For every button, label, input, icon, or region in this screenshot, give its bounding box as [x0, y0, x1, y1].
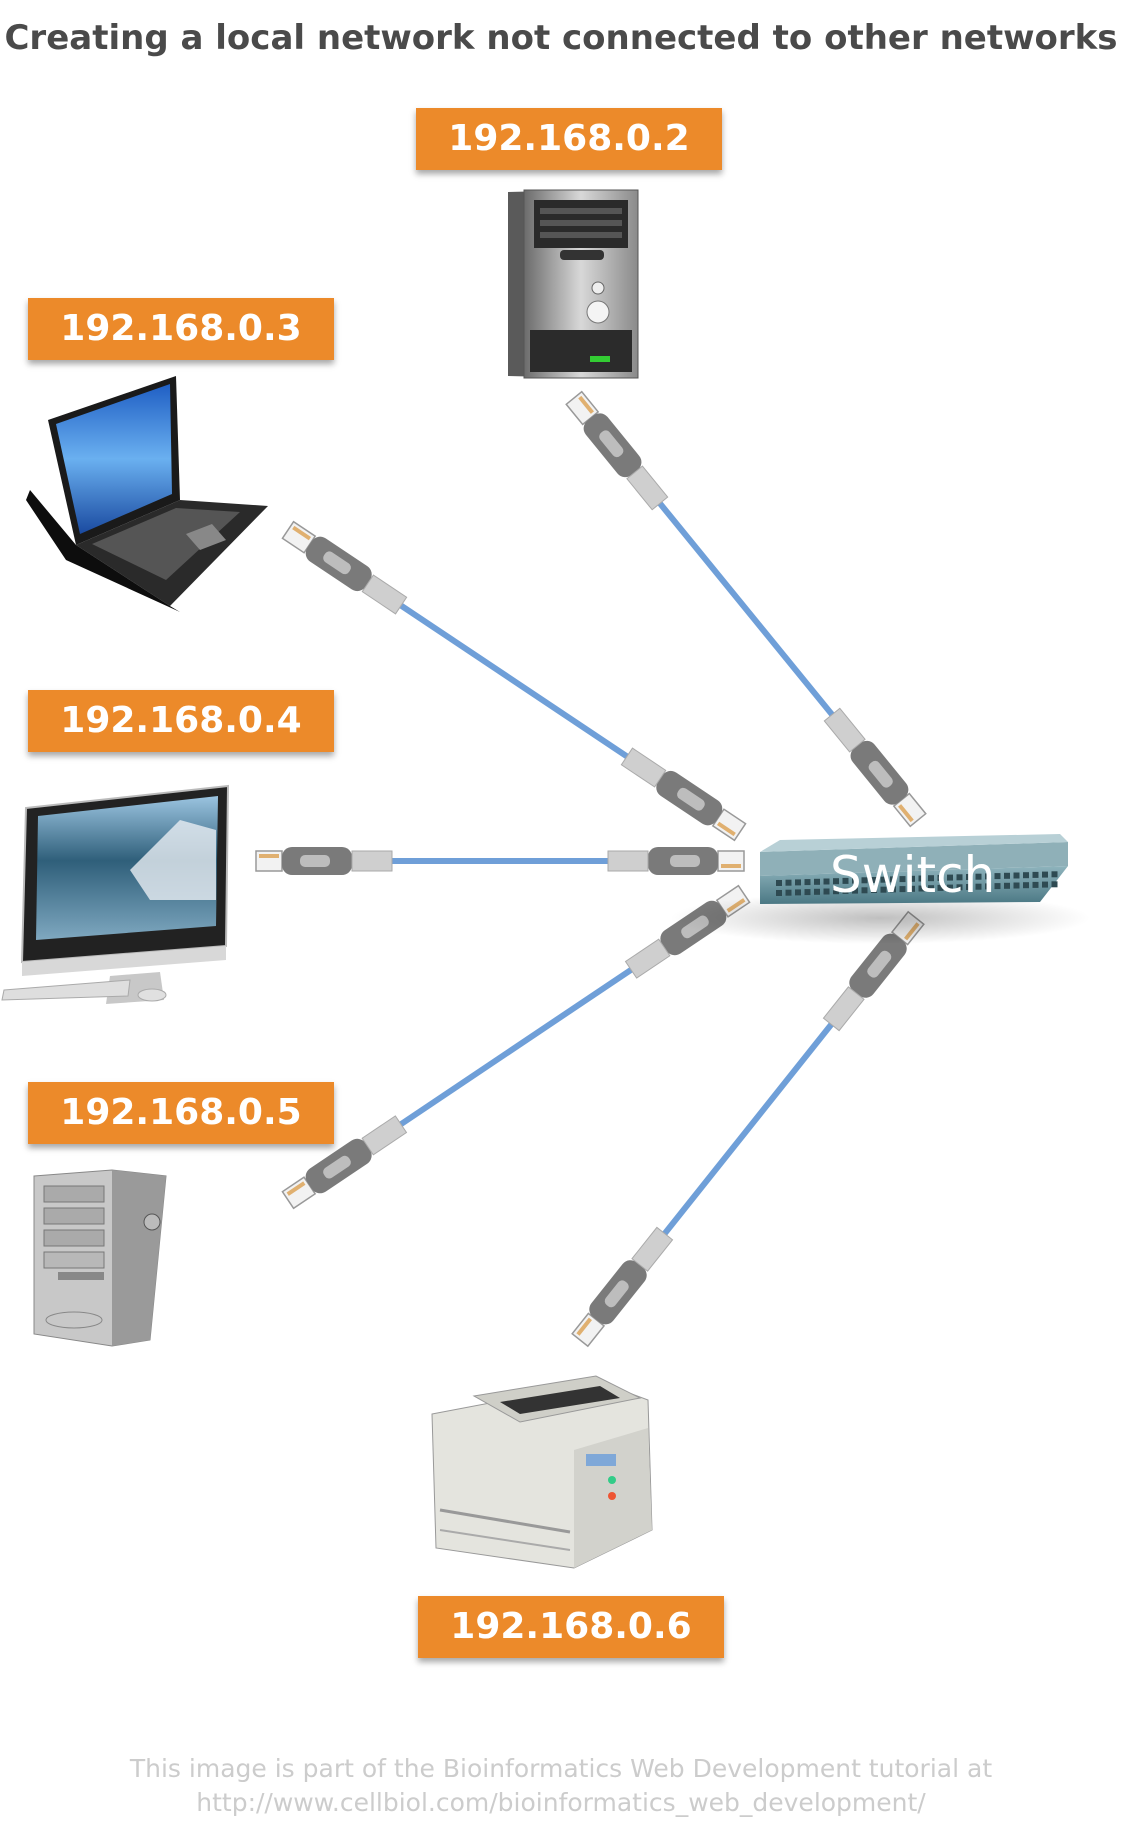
printer-icon	[431, 1375, 653, 1569]
plug-laptop-device-end	[281, 520, 408, 615]
ip-label-printer: 192.168.0.6	[418, 1596, 724, 1658]
network-switch-icon: Switch	[670, 834, 1090, 944]
plug-printer-device-end	[571, 1226, 674, 1348]
plug-server-device-end	[565, 390, 669, 511]
ip-label-laptop: 192.168.0.3	[28, 298, 334, 360]
cable-laptop	[394, 599, 634, 763]
cable-server	[653, 496, 839, 722]
plug-pc-device-end	[281, 1115, 408, 1210]
tower-server-icon	[508, 189, 639, 379]
plug-imac-device-end	[255, 847, 393, 875]
footer-line-1: This image is part of the Bioinformatics…	[129, 1754, 993, 1783]
plug-laptop-switch-end	[620, 747, 747, 842]
plug-imac-switch-end	[607, 847, 745, 875]
desktop-tower-icon	[33, 1169, 167, 1347]
desktop-monitor-icon	[1, 784, 230, 1004]
ip-label-imac: 192.168.0.4	[28, 690, 334, 752]
page-title: Creating a local network not connected t…	[4, 18, 1118, 58]
ip-label-pc: 192.168.0.5	[28, 1082, 334, 1144]
cable-pc	[394, 963, 638, 1131]
footer-credit: This image is part of the Bioinformatics…	[0, 1752, 1122, 1820]
plug-server-switch-end	[823, 707, 927, 828]
ip-label-server: 192.168.0.2	[416, 108, 722, 170]
switch-label: Switch	[830, 846, 995, 904]
footer-line-2: http://www.cellbiol.com/bioinformatics_w…	[196, 1788, 926, 1817]
cable-printer	[658, 1017, 838, 1241]
laptop-icon	[26, 376, 268, 612]
